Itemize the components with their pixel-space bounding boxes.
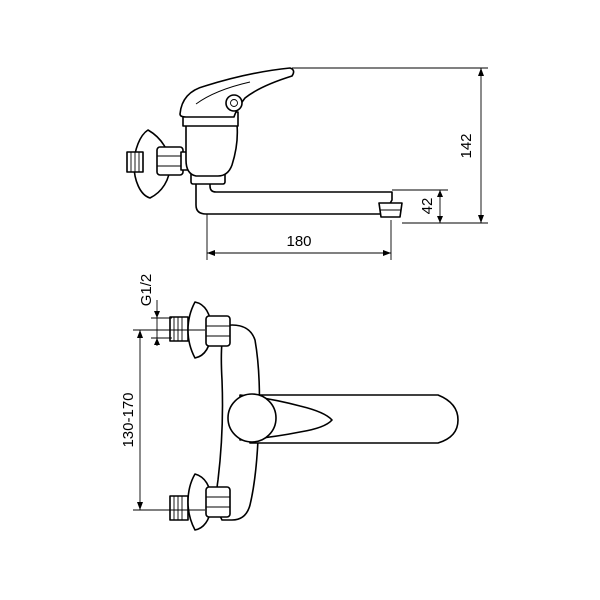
dim-inlet-spacing: 130-170 [120,392,137,447]
dim-total-height: 142 [458,133,475,158]
side-dimensions: 142 42 180 [206,67,488,260]
dim-spout-height: 42 [419,198,436,215]
side-spout [195,181,393,215]
side-lever-handle [179,67,295,118]
side-body [185,116,239,177]
top-dimensions: G1/2 130-170 [120,274,205,511]
top-view [169,301,459,531]
side-lever-pivot [225,94,243,112]
top-cartridge [227,393,277,443]
side-view [126,67,403,218]
dim-thread-size: G1/2 [138,274,155,307]
top-lower-inlet [169,473,231,531]
side-connector-nut [156,146,184,176]
dim-spout-reach: 180 [286,233,311,250]
